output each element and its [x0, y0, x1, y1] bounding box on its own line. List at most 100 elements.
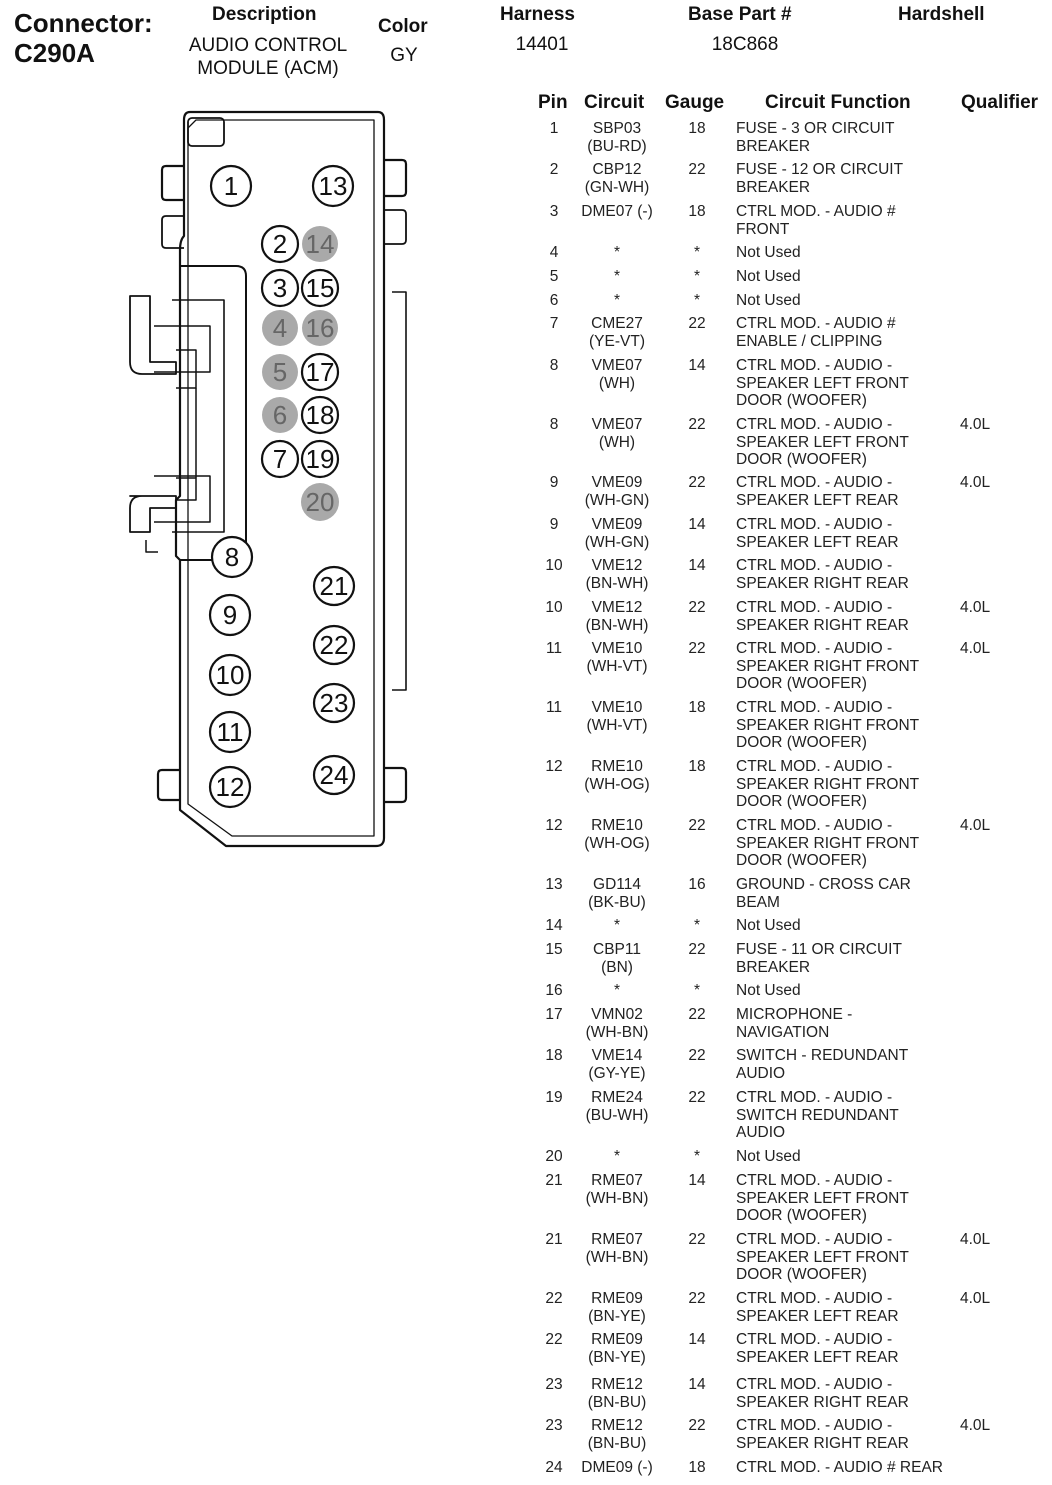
pin-18-label: 18 — [306, 400, 335, 430]
pin-6-socket — [262, 397, 298, 433]
pin-23: 23 — [312, 682, 356, 724]
pin-24: 24 — [312, 754, 356, 796]
pin-11: 11 — [208, 710, 252, 754]
circuit-cell: VMN02 (WH-BN) — [585, 1006, 649, 1041]
function-cell: CTRL MOD. - AUDIO - SPEAKER LEFT FRONT D… — [736, 1231, 909, 1283]
function-cell: Not Used — [736, 268, 801, 285]
circuit-cell: VME09 (WH-GN) — [584, 474, 650, 509]
circuit-cell: VME12 (BN-WH) — [585, 557, 649, 592]
gauge-cell: 22 — [688, 1089, 706, 1106]
gauge-cell: 14 — [688, 1172, 706, 1189]
pin-8: 8 — [210, 535, 254, 579]
pin-cell: 9 — [549, 516, 559, 533]
pin-6: 6 — [262, 397, 298, 433]
gauge-cell: 18 — [688, 758, 706, 775]
circuit-cell: DME07 (-) — [581, 203, 653, 220]
pin-19-label: 19 — [306, 444, 335, 474]
pin-24-socket — [312, 754, 356, 796]
pin-2-socket — [260, 224, 300, 264]
gauge-cell: 22 — [688, 1006, 706, 1023]
gauge-cell: * — [693, 292, 701, 309]
function-cell: CTRL MOD. - AUDIO - SWITCH REDUNDANT AUD… — [736, 1089, 899, 1141]
gauge-cell: 22 — [688, 1417, 706, 1434]
gauge-cell: 14 — [688, 1376, 706, 1393]
function-cell: Not Used — [736, 1148, 801, 1165]
function-cell: CTRL MOD. - AUDIO - SPEAKER LEFT REAR — [736, 516, 899, 551]
circuit-cell: RME07 (WH-BN) — [585, 1172, 649, 1207]
function-cell: CTRL MOD. - AUDIO - SPEAKER LEFT FRONT D… — [736, 357, 909, 409]
connector-title: Connector: C290A — [14, 8, 153, 68]
pin-7: 7 — [260, 439, 300, 479]
pin-2-label: 2 — [273, 229, 287, 259]
pin-19: 19 — [300, 439, 340, 479]
function-cell: CTRL MOD. - AUDIO - SPEAKER LEFT FRONT D… — [736, 1172, 909, 1224]
gauge-cell: 22 — [688, 817, 706, 834]
pin-cell: 19 — [545, 1089, 563, 1106]
pin-cell: 12 — [545, 758, 563, 775]
pin-13-socket — [311, 164, 355, 208]
function-cell: GROUND - CROSS CAR BEAM — [736, 876, 911, 911]
circuit-cell: VME14 (GY-YE) — [588, 1047, 646, 1082]
pin-cell: 10 — [545, 599, 563, 616]
gauge-cell: 22 — [688, 161, 706, 178]
pin-23-label: 23 — [320, 688, 349, 718]
circuit-cell: * — [613, 268, 621, 285]
harness-value: 14401 — [515, 34, 569, 55]
pin-3: 3 — [260, 268, 300, 308]
pin-20-label: 20 — [306, 487, 335, 517]
function-cell: CTRL MOD. - AUDIO # REAR — [736, 1459, 943, 1476]
pin-13: 13 — [311, 164, 355, 208]
col-header-qualifier: Qualifier — [961, 92, 1039, 113]
pin-21-label: 21 — [320, 571, 349, 601]
gauge-cell: 22 — [688, 416, 706, 433]
pin-cell: 4 — [549, 244, 559, 261]
circuit-cell: VME12 (BN-WH) — [585, 599, 649, 634]
circuit-cell: RME10 (WH-OG) — [584, 817, 650, 852]
pin-23-socket — [312, 682, 356, 724]
gauge-cell: 22 — [688, 1047, 706, 1064]
function-cell: CTRL MOD. - AUDIO - SPEAKER RIGHT REAR — [736, 1376, 909, 1411]
pin-cell: 23 — [545, 1376, 563, 1393]
circuit-cell: CBP11 (BN) — [593, 941, 641, 976]
col-header-pin: Pin — [538, 92, 568, 113]
circuit-cell: RME09 (BN-YE) — [588, 1331, 646, 1366]
function-cell: SWITCH - REDUNDANT AUDIO — [736, 1047, 909, 1082]
circuit-cell: * — [613, 982, 621, 999]
pin-cell: 14 — [545, 917, 563, 934]
circuit-cell: DME09 (-) — [581, 1459, 653, 1476]
gauge-cell: 22 — [688, 474, 706, 491]
pin-6-label: 6 — [273, 400, 287, 430]
pin-cell: 17 — [545, 1006, 563, 1023]
pin-15: 15 — [300, 268, 340, 308]
circuit-cell: RME09 (BN-YE) — [588, 1290, 646, 1325]
pin-10: 10 — [208, 653, 252, 697]
pin-cell: 8 — [549, 357, 559, 374]
pin-21-socket — [312, 565, 356, 607]
qualifier-cell: 4.0L — [960, 817, 991, 834]
pin-cell: 23 — [545, 1417, 563, 1434]
gauge-cell: 18 — [688, 699, 706, 716]
color-label: Color — [378, 16, 428, 37]
gauge-cell: * — [693, 1148, 701, 1165]
pin-cell: 10 — [545, 557, 563, 574]
pin-4-socket — [262, 310, 298, 346]
pin-7-label: 7 — [273, 444, 287, 474]
function-cell: CTRL MOD. - AUDIO - SPEAKER RIGHT FRONT … — [736, 817, 920, 869]
function-cell: Not Used — [736, 292, 801, 309]
pin-17-socket — [300, 352, 340, 392]
pin-1-label: 1 — [224, 171, 238, 201]
pin-5-socket — [262, 354, 298, 390]
gauge-cell: 18 — [688, 1459, 706, 1476]
function-cell: CTRL MOD. - AUDIO - SPEAKER LEFT REAR — [736, 474, 899, 509]
pin-4: 4 — [262, 310, 298, 346]
pin-22: 22 — [312, 624, 356, 666]
function-cell: CTRL MOD. - AUDIO - SPEAKER RIGHT FRONT … — [736, 699, 920, 751]
pin-cell: 21 — [545, 1231, 563, 1248]
pin-cell: 20 — [545, 1148, 563, 1165]
qualifier-cell: 4.0L — [960, 1290, 991, 1307]
pin-1-socket — [209, 164, 253, 208]
function-cell: CTRL MOD. - AUDIO - SPEAKER RIGHT REAR — [736, 1417, 909, 1452]
circuit-cell: SBP03 (BU-RD) — [587, 120, 647, 155]
qualifier-cell: 4.0L — [960, 599, 991, 616]
connector-label: Connector: — [14, 8, 153, 38]
